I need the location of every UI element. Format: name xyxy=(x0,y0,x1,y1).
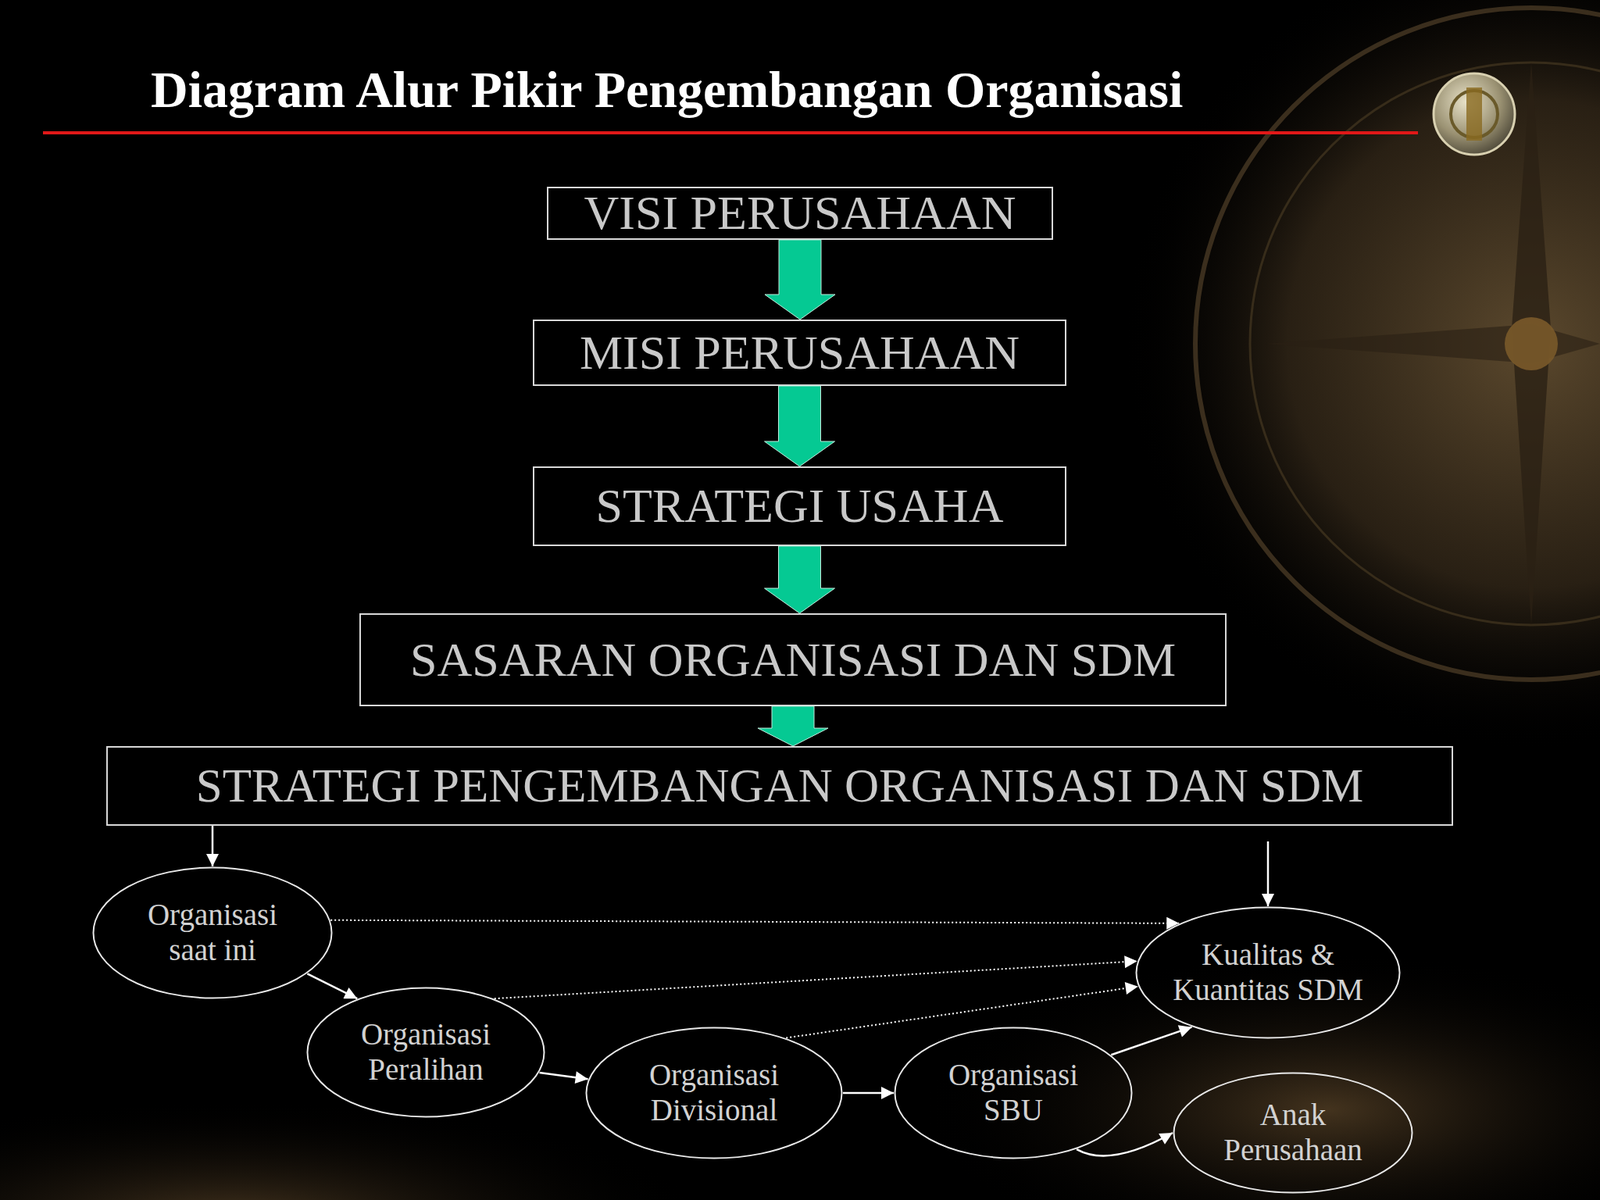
node-label: Organisasi Peralihan xyxy=(347,1017,504,1088)
flow-arrow xyxy=(1267,841,1270,907)
ellipse-node: Organisasi saat ini xyxy=(92,866,333,1000)
block-arrow xyxy=(764,385,836,467)
process-box: STRATEGI PENGEMBANGAN ORGANISASI DAN SDM xyxy=(106,746,1454,826)
ellipse-node: Anak Perusahaan xyxy=(1172,1071,1414,1194)
process-box: STRATEGI USAHA xyxy=(532,466,1067,547)
process-box: SASARAN ORGANISASI DAN SDM xyxy=(359,613,1227,707)
node-label: Organisasi Divisional xyxy=(632,1057,797,1129)
block-arrow xyxy=(764,239,836,320)
node-label: VISI PERUSAHAAN xyxy=(584,185,1017,241)
node-label: Anak Perusahaan xyxy=(1207,1097,1379,1168)
flow-arrow xyxy=(211,825,215,867)
dotted-arrow xyxy=(330,920,1179,924)
node-label: STRATEGI USAHA xyxy=(596,478,1004,534)
ellipse-node: Organisasi Peralihan xyxy=(306,986,546,1118)
node-label: Kualitas & Kuantitas SDM xyxy=(1162,937,1374,1008)
title-text: Diagram Alur Pikir Pengembangan Organisa… xyxy=(150,60,1183,118)
ellipse-node: Kualitas & Kuantitas SDM xyxy=(1135,906,1401,1040)
flow-arrow xyxy=(1110,1027,1192,1056)
node-label: MISI PERUSAHAAN xyxy=(579,325,1020,381)
node-label: STRATEGI PENGEMBANGAN ORGANISASI DAN SDM xyxy=(196,758,1365,814)
block-arrow xyxy=(757,706,829,747)
curved-arrow xyxy=(1076,1132,1173,1156)
flow-arrow xyxy=(307,973,358,999)
node-label: Organisasi SBU xyxy=(935,1057,1092,1129)
node-label: Organisasi saat ini xyxy=(138,897,287,968)
process-box: MISI PERUSAHAAN xyxy=(532,319,1067,386)
process-box: VISI PERUSAHAAN xyxy=(546,186,1054,240)
ellipse-node: Organisasi Divisional xyxy=(585,1026,843,1160)
block-arrow xyxy=(764,546,836,614)
slide-title: Diagram Alur Pikir Pengembangan Organisa… xyxy=(150,64,1433,116)
flow-arrow xyxy=(842,1092,894,1095)
node-label: SASARAN ORGANISASI DAN SDM xyxy=(410,632,1176,688)
ellipse-node: Organisasi SBU xyxy=(893,1026,1133,1160)
dotted-arrow xyxy=(785,986,1138,1039)
dotted-arrow xyxy=(494,960,1138,999)
flow-arrow xyxy=(539,1072,589,1079)
